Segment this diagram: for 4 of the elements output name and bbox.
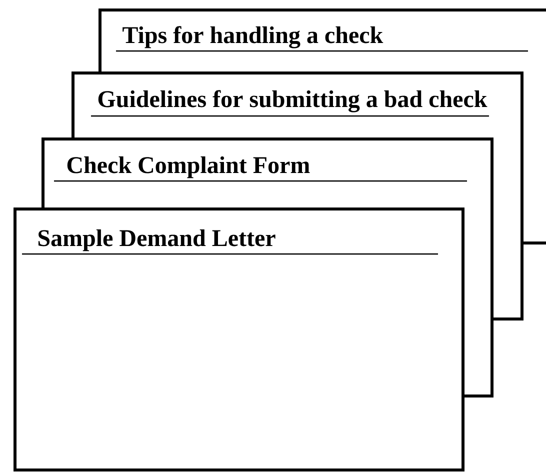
card-header: Sample Demand Letter <box>22 229 438 255</box>
card-header: Tips for handling a check <box>116 26 528 52</box>
card-header: Guidelines for submitting a bad check <box>91 90 489 117</box>
card-header: Check Complaint Form <box>54 156 467 182</box>
